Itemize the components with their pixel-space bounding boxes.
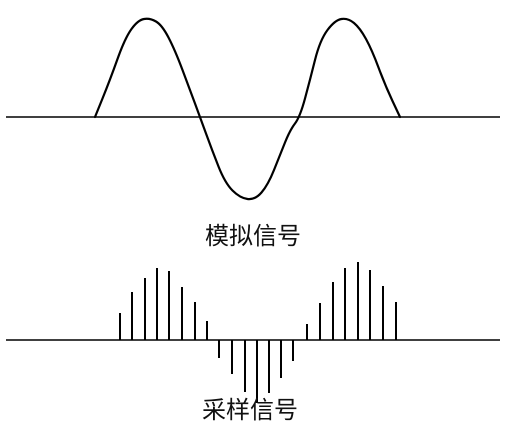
sampled-signal-panel: 采样信号 — [6, 262, 500, 424]
analog-signal-panel: 模拟信号 — [6, 17, 500, 250]
analog-signal-label: 模拟信号 — [205, 222, 301, 250]
sample-lines — [119, 262, 397, 403]
sampled-signal-label: 采样信号 — [202, 396, 298, 424]
analog-waveform — [93, 17, 402, 201]
